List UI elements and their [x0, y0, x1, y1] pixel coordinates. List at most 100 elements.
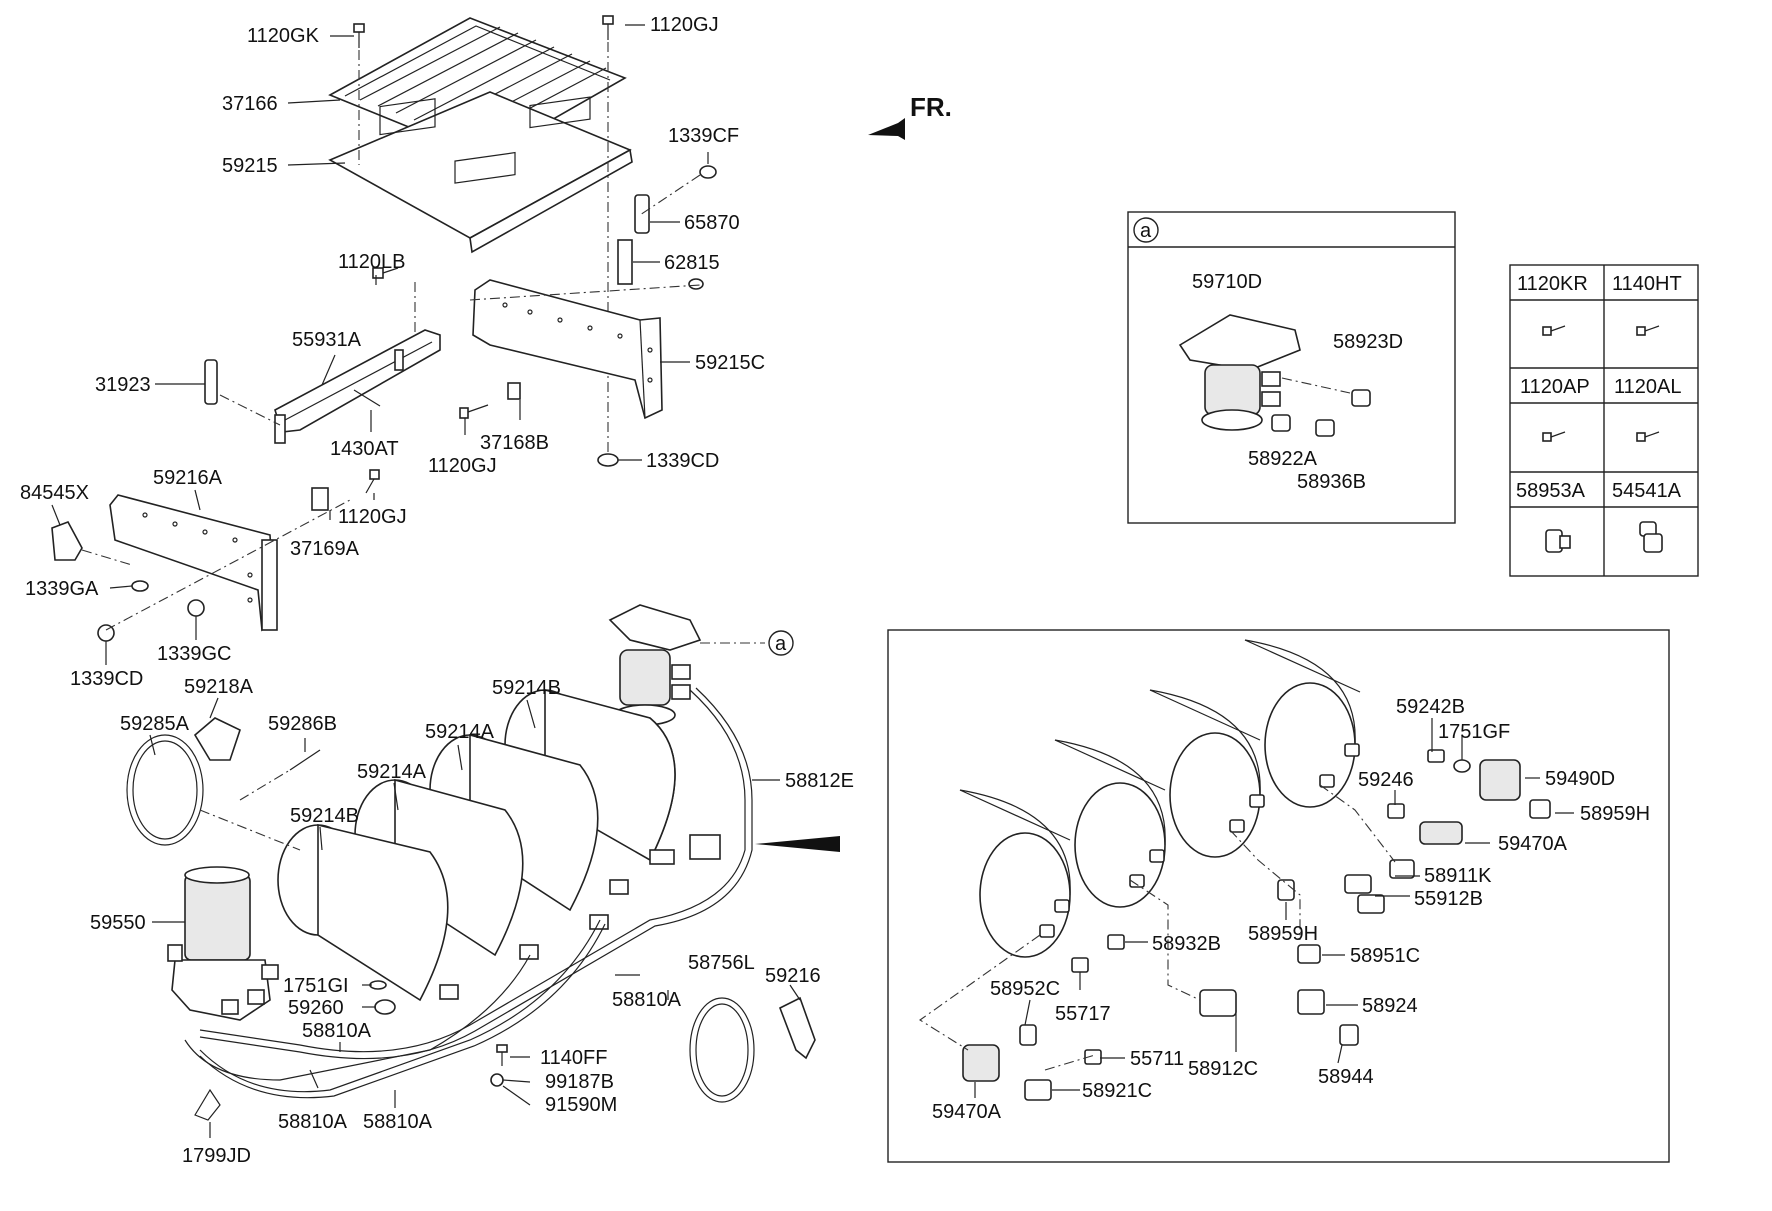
oring-1751GI — [369, 980, 387, 990]
callout-58810A-4: 58810A — [612, 989, 682, 1011]
detail-hookup-lines — [919, 784, 1396, 1071]
clip-1799JD — [194, 1088, 221, 1121]
detail-a-panel: a 59710D 58923D 58922A 58936B — [1127, 211, 1456, 524]
callout-59215C: 59215C — [695, 352, 765, 374]
detail-tank-3 — [1054, 739, 1166, 908]
clip-37168B — [507, 382, 521, 400]
detail-label-58912C: 58912C — [1188, 1058, 1258, 1080]
detail-a-title: a — [1140, 220, 1152, 242]
elbow-fitting-icon — [1639, 521, 1663, 553]
callout-37168B: 37168B — [480, 432, 549, 454]
callout-1120GJ-mid: 1120GJ — [428, 455, 497, 477]
callout-59216A: 59216A — [153, 467, 223, 489]
bracket-59218A — [193, 717, 241, 761]
callout-59215: 59215 — [222, 155, 278, 177]
bolt-1120LB — [372, 267, 399, 279]
callout-58810A-2: 58810A — [278, 1111, 348, 1133]
strap-59285A — [126, 734, 204, 846]
clip-99187B — [490, 1073, 504, 1087]
fitting-icon — [1545, 529, 1571, 553]
bolt-1120GJ-mid — [459, 404, 489, 419]
callout-1339CF: 1339CF — [668, 125, 739, 147]
callout-59216: 59216 — [765, 965, 821, 987]
detail-label-59470A-2: 59470A — [932, 1101, 1002, 1123]
callout-37169A: 37169A — [290, 538, 360, 560]
pin-1430AT — [353, 389, 381, 407]
rod-59286B — [289, 749, 321, 771]
bolt-1140FF — [496, 1044, 508, 1066]
table-header-1120AP: 1120AP — [1520, 376, 1590, 398]
callout-59214A-2: 59214A — [357, 761, 427, 783]
nut-62815 — [688, 278, 704, 290]
callout-1120GK: 1120GK — [247, 25, 320, 47]
detail-label-59246: 59246 — [1358, 769, 1414, 791]
rail-55931A — [274, 329, 441, 444]
table-header-1120KR: 1120KR — [1517, 273, 1588, 295]
fitting-58923D — [1351, 389, 1371, 407]
callout-1430AT: 1430AT — [330, 438, 399, 460]
callout-59286B: 59286B — [268, 713, 337, 735]
callout-59218A: 59218A — [184, 676, 254, 698]
callout-55931A: 55931A — [292, 329, 362, 351]
callout-37166: 37166 — [222, 93, 278, 115]
callout-1140FF: 1140FF — [540, 1047, 607, 1069]
bolt-icon — [1542, 431, 1566, 442]
fr-label: FR. — [910, 92, 952, 122]
detail-label-59490D: 59490D — [1545, 768, 1615, 790]
fitting-58922A — [1271, 414, 1291, 432]
detail-label-1751GF: 1751GF — [1438, 721, 1510, 743]
washer-1339GA — [131, 580, 149, 592]
callout-59550: 59550 — [90, 912, 146, 934]
callout-59285A: 59285A — [120, 713, 190, 735]
detail-tank-upper-contours — [959, 639, 1356, 896]
label-58936B: 58936B — [1297, 471, 1366, 493]
fitting-59260 — [374, 999, 396, 1015]
callout-59260: 59260 — [288, 997, 344, 1019]
detail-label-59242B: 59242B — [1396, 696, 1465, 718]
callout-59214B: 59214B — [492, 677, 561, 699]
detail-label-58921C: 58921C — [1082, 1080, 1152, 1102]
callout-58810A-1: 58810A — [302, 1020, 372, 1042]
detail-label-55711: 55711 — [1130, 1048, 1184, 1070]
bolt-1120GJ-top — [602, 15, 614, 40]
detail-label-58959H-2: 58959H — [1248, 923, 1318, 945]
callout-1339GA: 1339GA — [25, 578, 99, 600]
table-header-58953A: 58953A — [1516, 480, 1586, 502]
detail-label-58959H-1: 58959H — [1580, 803, 1650, 825]
detail-label-59470A-1: 59470A — [1498, 833, 1568, 855]
label-59710D: 59710D — [1192, 271, 1262, 293]
detail-label-58952C: 58952C — [990, 978, 1060, 1000]
callout-1120LB: 1120LB — [338, 251, 405, 273]
leader-lines — [51, 24, 1574, 1138]
table-header-1140HT: 1140HT — [1612, 273, 1682, 295]
callout-99187B: 99187B — [545, 1071, 614, 1093]
callout-31923: 31923 — [95, 374, 151, 396]
detail-label-58924: 58924 — [1362, 995, 1418, 1017]
front-direction-arrow-icon: FR. — [868, 92, 952, 140]
bracket-plate-59215C — [472, 279, 663, 420]
callout-58812E: 58812E — [785, 770, 854, 792]
detail-label-58944: 58944 — [1318, 1066, 1374, 1088]
detail-fittings — [962, 743, 1551, 1101]
callout-58810A-3: 58810A — [363, 1111, 433, 1133]
detail-label-58911K: 58911K — [1424, 865, 1492, 887]
air-dryer-valve-upper — [608, 604, 702, 726]
bracket-62815 — [617, 239, 633, 285]
callout-labels: 1120GK 1120GJ 37166 59215 1339CF 65870 6… — [20, 14, 1650, 1167]
callout-1339CD-low: 1339CD — [70, 668, 143, 690]
label-58922A: 58922A — [1248, 448, 1318, 470]
table-header-54541A: 54541A — [1612, 480, 1682, 502]
bracket-84545X — [51, 521, 83, 561]
callout-65870: 65870 — [684, 212, 740, 234]
bolt-icon — [1542, 325, 1566, 336]
fastener-table: 1120KR 1140HT 1120AP 1120AL 58953A 54541… — [1509, 264, 1699, 577]
detail-label-58951C: 58951C — [1350, 945, 1420, 967]
bolt-icon — [1636, 431, 1660, 442]
nut-1339CD-mid — [597, 453, 619, 467]
callout-1120GJ-low: 1120GJ — [338, 506, 407, 528]
detail-label-55912B: 55912B — [1414, 888, 1483, 910]
bracket-59216 — [778, 996, 816, 1060]
callout-91590M: 91590M — [545, 1094, 617, 1116]
floor-frame-59215 — [328, 91, 633, 254]
